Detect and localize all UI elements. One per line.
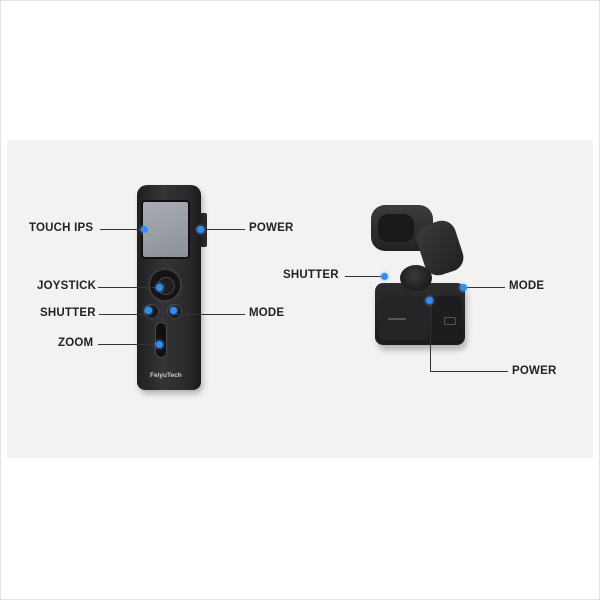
callout-line-zoom (98, 344, 158, 345)
callout-dot-shutter-left (145, 307, 152, 314)
label-mode-right: MODE (509, 280, 545, 292)
callout-line-mode-right (466, 287, 505, 288)
camera-card-slot (388, 318, 406, 320)
callout-line-mode-left (176, 314, 245, 315)
camera-usb-port (444, 317, 456, 325)
callout-dot-power-right (426, 297, 433, 304)
callout-dot-mode-right (460, 284, 467, 291)
label-zoom: ZOOM (58, 337, 94, 349)
label-joystick: JOYSTICK (37, 280, 97, 292)
camera-base-side (432, 296, 462, 340)
callout-dot-mode-left (170, 307, 177, 314)
callout-line-shutter-right (345, 276, 385, 277)
callout-line-joystick (98, 287, 158, 288)
camera-lens (378, 214, 414, 242)
product-panel (7, 140, 593, 458)
callout-line-shutter-left (99, 314, 146, 315)
label-shutter-left: SHUTTER (40, 307, 96, 319)
joystick (148, 268, 182, 302)
callout-hline-power-right (430, 371, 508, 372)
zoom-slider (155, 322, 167, 358)
callout-dot-shutter-right (381, 273, 388, 280)
label-touch-ips: TOUCH IPS (29, 222, 94, 234)
callout-dot-touch-ips (141, 226, 148, 233)
callout-dot-zoom (156, 341, 163, 348)
brand-logo: FeiyuTech (150, 372, 182, 379)
callout-dot-power-left (197, 226, 204, 233)
callout-line-power-left (203, 229, 245, 230)
label-power-left: POWER (249, 222, 294, 234)
camera-shutter-knob (400, 265, 432, 291)
callout-line-touch-ips (100, 229, 143, 230)
callout-dot-joystick (156, 284, 163, 291)
label-power-right: POWER (512, 365, 557, 377)
label-shutter-right: SHUTTER (283, 269, 339, 281)
callout-vline-power-right (430, 300, 431, 372)
label-mode-left: MODE (249, 307, 285, 319)
touch-screen (141, 200, 190, 259)
